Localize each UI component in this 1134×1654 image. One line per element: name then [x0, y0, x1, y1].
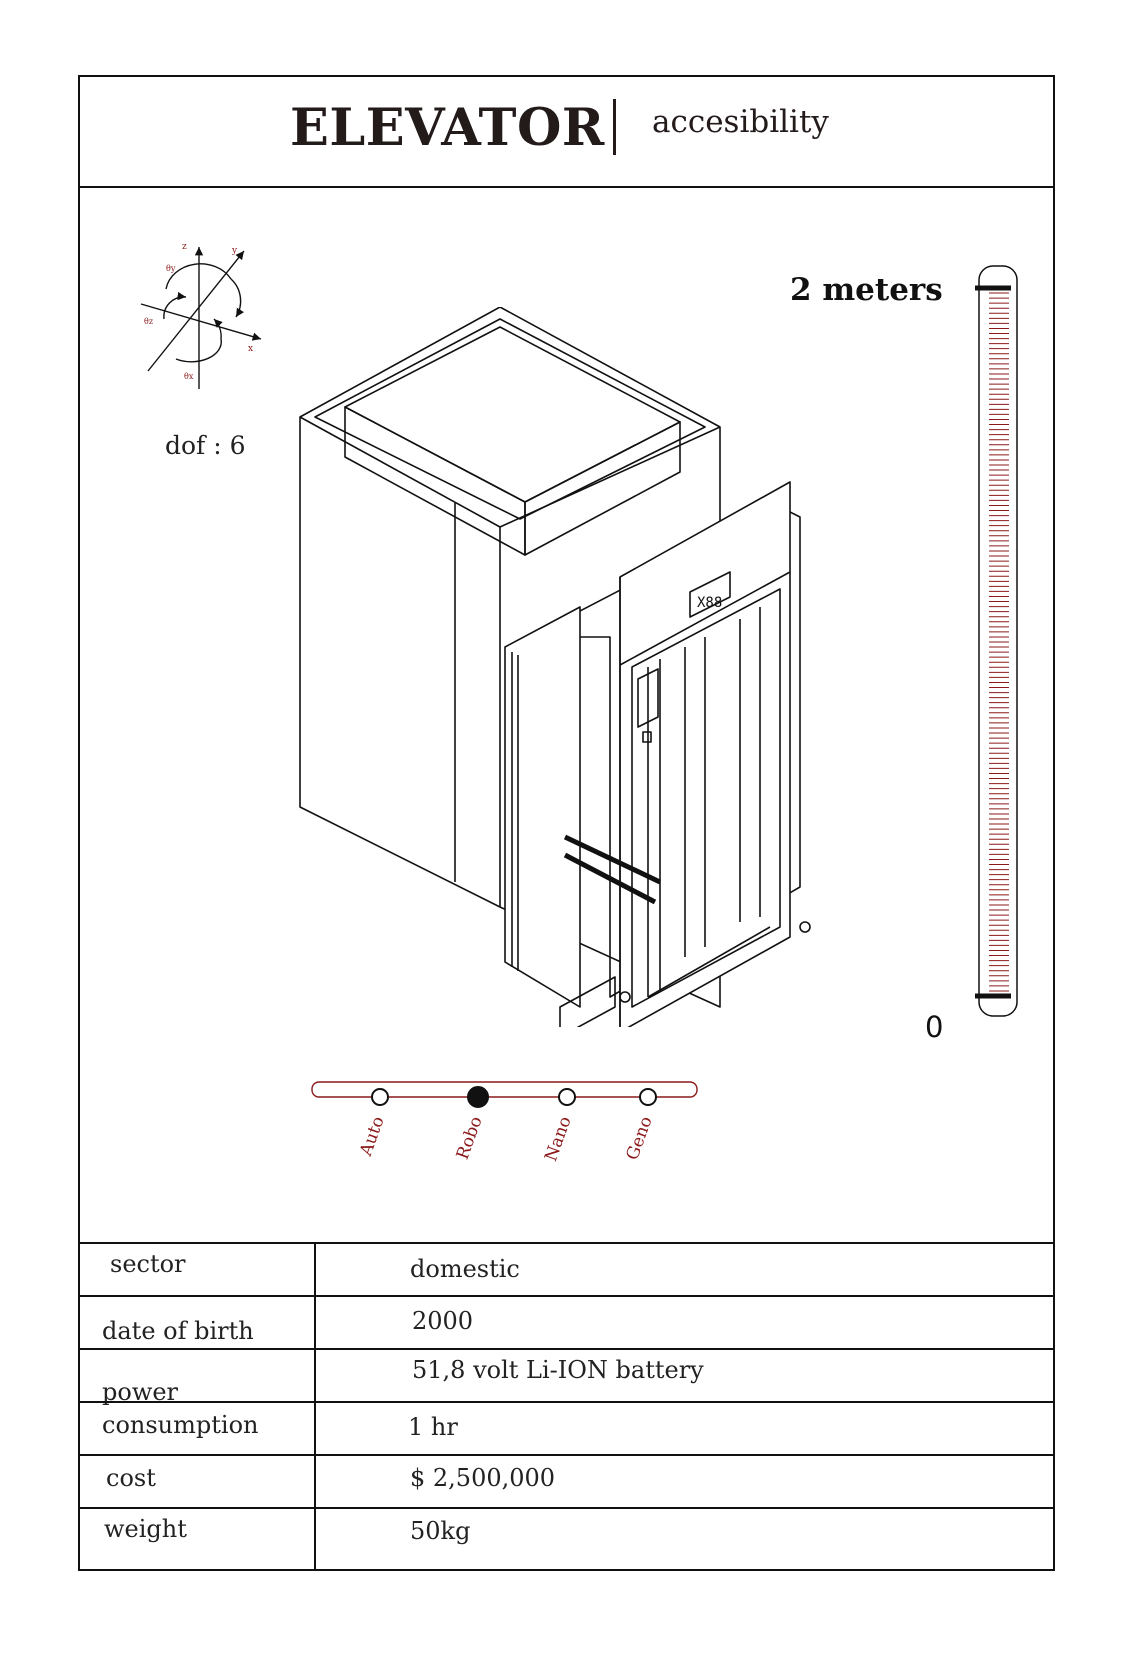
row-key: sector [110, 1250, 186, 1278]
scale-top-label: 2 meters [790, 272, 943, 308]
table-row: power 51,8 volt Li-ION battery [80, 1348, 1053, 1406]
mode-label-auto: Auto [356, 1114, 389, 1160]
axes-dof-icon: z y x θy θz θx [140, 242, 262, 389]
axis-z-label: z [182, 242, 187, 252]
table-divider [314, 1242, 316, 1571]
spec-card: ELEVATOR accesibility z y x θy θz θx dof… [78, 75, 1055, 1571]
table-row: date of birth 2000 [80, 1295, 1053, 1348]
mode-slider[interactable]: Auto Robo Nano Geno [310, 1077, 730, 1217]
row-value: 51,8 volt Li-ION battery [412, 1356, 704, 1384]
height-scale [975, 265, 1018, 1017]
dof-label: dof : 6 [165, 431, 246, 460]
row-value: 50kg [410, 1517, 471, 1545]
mode-label-robo: Robo [453, 1114, 487, 1162]
svg-text:X88: X88 [697, 595, 722, 611]
table-row: consumption 1 hr [80, 1401, 1053, 1454]
rot-x-label: θx [184, 372, 194, 381]
mode-slider-track[interactable] [311, 1081, 698, 1098]
mode-label-geno: Geno [623, 1114, 657, 1163]
row-value: 2000 [412, 1307, 474, 1335]
elevator-drawing: X88 [299, 307, 811, 1027]
rot-z-label: θz [144, 317, 153, 326]
scale-bottom-label: 0 [925, 1010, 944, 1044]
axis-y-label: y [231, 246, 238, 256]
table-row: cost $ 2,500,000 [80, 1454, 1053, 1507]
row-value: 1 hr [408, 1413, 458, 1441]
card-header: ELEVATOR accesibility [80, 77, 1053, 188]
mode-label-nano: Nano [541, 1114, 576, 1164]
table-row: sector domestic [80, 1242, 1053, 1295]
spec-table: sector domestic date of birth 2000 power… [80, 1242, 1053, 1563]
table-row: weight 50kg [80, 1507, 1053, 1563]
row-key: weight [104, 1515, 187, 1543]
row-key: consumption [102, 1411, 259, 1439]
rot-y-label: θy [166, 264, 176, 273]
row-value: $ 2,500,000 [410, 1464, 556, 1492]
title-separator [613, 99, 616, 155]
scale-frame [978, 265, 1018, 1017]
page-subtitle: accesibility [652, 104, 829, 140]
row-key: cost [106, 1464, 156, 1492]
page-title: ELEVATOR [290, 98, 605, 158]
mode-option-auto[interactable] [371, 1088, 389, 1106]
row-key: date of birth [102, 1317, 254, 1345]
axis-x-label: x [248, 344, 253, 354]
mode-option-geno[interactable] [639, 1088, 657, 1106]
mode-option-robo[interactable] [467, 1086, 489, 1108]
row-value: domestic [410, 1255, 520, 1283]
mode-option-nano[interactable] [558, 1088, 576, 1106]
